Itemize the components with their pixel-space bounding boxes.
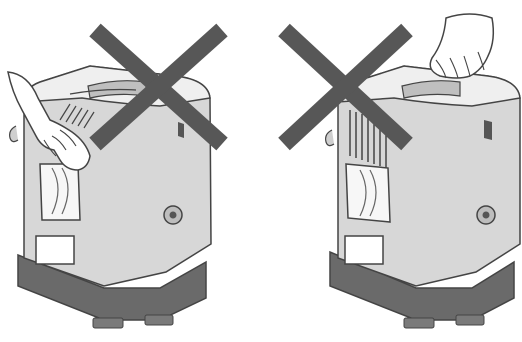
device-label-plate <box>36 236 74 264</box>
device-foot-left <box>93 318 123 328</box>
device-side-tab <box>326 130 334 146</box>
device-side-knob-center <box>170 212 177 219</box>
device-side-tab <box>10 126 18 142</box>
device-foot-left <box>404 318 434 328</box>
device-front-window <box>346 164 390 222</box>
device-side-latch <box>484 120 492 140</box>
device-front-window <box>40 164 80 220</box>
right-device-illustration <box>326 14 520 328</box>
device-side-knob-center <box>483 212 490 219</box>
device-foot-right <box>145 315 173 325</box>
device-side-latch <box>178 122 184 138</box>
device-foot-right <box>456 315 484 325</box>
device-label-plate <box>345 236 383 264</box>
